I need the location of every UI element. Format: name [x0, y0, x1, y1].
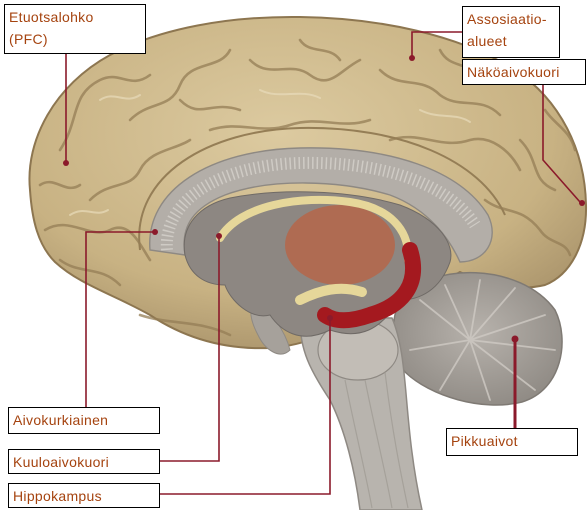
label-etuotsalohko: Etuotsalohko (PFC): [4, 4, 146, 54]
leader-dot-hippokampus: [327, 315, 333, 321]
label-pikkuaivot: Pikkuaivot: [446, 428, 578, 456]
leader-dot-kuuloaivokuori: [216, 233, 222, 239]
label-assosiaatioalueet-line2: alueet: [467, 30, 555, 52]
label-nakoaivokuori: Näköaivokuori: [462, 59, 586, 85]
label-hippokampus: Hippokampus: [8, 483, 160, 508]
label-pikkuaivot-text: Pikkuaivot: [451, 430, 573, 452]
label-aivokurkiainen-text: Aivokurkiainen: [13, 409, 155, 431]
label-etuotsalohko-line2: (PFC): [9, 28, 141, 50]
thalamus: [285, 205, 395, 285]
leader-dot-assosiaatioalueet: [409, 55, 415, 61]
leader-dot-nakoaivokuori: [579, 200, 585, 206]
label-hippokampus-text: Hippokampus: [13, 485, 155, 507]
label-kuuloaivokuori-text: Kuuloaivokuori: [13, 451, 155, 473]
leader-dot-aivokurkiainen: [152, 229, 158, 235]
label-etuotsalohko-line1: Etuotsalohko: [9, 6, 141, 28]
label-nakoaivokuori-text: Näköaivokuori: [467, 61, 581, 83]
label-kuuloaivokuori: Kuuloaivokuori: [8, 449, 160, 474]
leader-dot-etuotsalohko: [63, 160, 69, 166]
label-aivokurkiainen: Aivokurkiainen: [8, 407, 160, 434]
label-assosiaatioalueet-line1: Assosiaatio-: [467, 8, 555, 30]
label-assosiaatioalueet: Assosiaatio- alueet: [462, 6, 560, 58]
leader-dot-pikkuaivot: [512, 336, 519, 343]
